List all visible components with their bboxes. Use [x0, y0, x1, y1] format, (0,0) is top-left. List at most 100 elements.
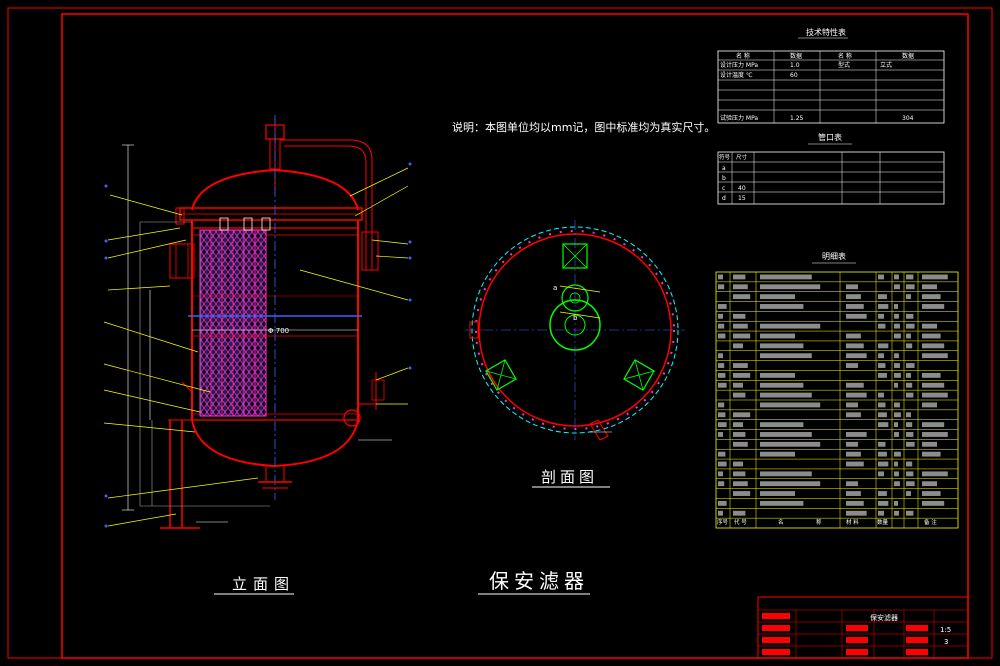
parts-cell-glyph — [718, 471, 723, 477]
parts-cell-glyph — [878, 274, 884, 280]
drawing-title: 保安滤器 — [489, 569, 589, 593]
parts-cell-glyph — [718, 372, 726, 378]
parts-cell-glyph — [846, 363, 858, 368]
parts-cell-glyph — [760, 353, 812, 359]
specs-r4c1: 1.25 — [790, 115, 804, 122]
parts-cell-glyph — [760, 422, 804, 428]
specs-r4c0: 试验压力 MPa — [720, 114, 758, 122]
parts-cell-glyph — [878, 343, 889, 349]
parts-cell-glyph — [878, 323, 886, 329]
parts-cell-glyph — [878, 363, 886, 368]
parts-cell-glyph — [733, 363, 748, 368]
parts-cell-glyph — [733, 284, 748, 290]
caption-section: 剖面图 — [541, 468, 598, 486]
parts-cell-glyph — [922, 441, 937, 447]
parts-cell-glyph — [878, 441, 886, 447]
parts-cell-glyph — [894, 471, 899, 477]
parts-cell-glyph — [846, 500, 864, 506]
parts-cell-glyph — [760, 392, 812, 398]
nozzle-r2: c — [722, 185, 725, 192]
parts-cell-glyph — [922, 471, 948, 477]
parts-cell-glyph — [878, 294, 887, 300]
parts-cell-glyph — [894, 313, 899, 319]
parts-cell-glyph — [760, 382, 804, 388]
parts-cell-glyph — [922, 294, 941, 300]
parts-cell-glyph — [906, 491, 911, 496]
dim-phi700: Φ 700 — [268, 327, 289, 335]
parts-cell-glyph — [760, 294, 795, 300]
parts-cell-glyph — [760, 481, 821, 487]
parts-table: 明细表 序号 代 号 名 称 材 料 数量 备 注 — [715, 251, 959, 529]
parts-cell-glyph — [846, 510, 867, 516]
parts-cell-glyph — [894, 481, 900, 487]
parts-foot-0: 序号 — [717, 518, 729, 526]
parts-cell-glyph — [846, 461, 864, 467]
parts-cell-glyph — [718, 432, 723, 437]
parts-cell-glyph — [718, 402, 725, 408]
parts-cell-glyph — [733, 333, 751, 339]
nozzle-table: 管口表 符号 尺寸 a b c 40 d 15 — [717, 132, 945, 205]
caption-elevation: 立面图 — [232, 575, 295, 593]
specs-h1: 数据 — [790, 52, 802, 60]
parts-cell-glyph — [878, 491, 887, 496]
parts-cell-glyph — [718, 323, 725, 329]
parts-cell-glyph — [846, 343, 864, 349]
title-block-name: 保安滤器 — [870, 613, 898, 622]
section-view — [465, 220, 685, 441]
inner-frame — [61, 13, 969, 659]
parts-cell-glyph — [846, 284, 858, 290]
parts-cell-glyph — [846, 382, 864, 388]
nozzle-r1: b — [722, 175, 726, 182]
parts-cell-glyph — [846, 441, 858, 447]
parts-cell-glyph — [733, 274, 746, 280]
parts-cell-glyph — [906, 471, 914, 477]
specs-h2: 名 称 — [838, 52, 852, 60]
specs-r0c0: 设计压力 MPa — [720, 61, 758, 69]
specs-r0c1: 1.0 — [790, 62, 800, 69]
title-block: 保安滤器 1:5 3 — [757, 596, 969, 659]
parts-cell-glyph — [878, 402, 886, 408]
parts-cell-glyph — [733, 510, 746, 516]
parts-cell-glyph — [894, 412, 901, 418]
specs-r4c3: 304 — [902, 115, 914, 122]
parts-cell-glyph — [846, 304, 864, 309]
parts-cell-glyph — [922, 432, 948, 437]
parts-cell-glyph — [878, 313, 884, 319]
parts-cell-glyph — [894, 284, 900, 290]
section-letter-a: a — [553, 284, 557, 292]
parts-cell-glyph — [906, 432, 914, 437]
parts-cell-glyph — [922, 422, 945, 428]
parts-cell-glyph — [906, 461, 913, 467]
parts-cell-glyph — [906, 343, 913, 349]
parts-cell-glyph — [922, 402, 937, 408]
parts-cell-glyph — [733, 372, 751, 378]
parts-cell-glyph — [718, 481, 725, 487]
title-block-sheet: 3 — [944, 638, 948, 646]
specs-h0: 名 称 — [736, 52, 750, 60]
parts-cell-glyph — [906, 274, 914, 280]
parts-cell-glyph — [846, 313, 867, 319]
parts-cell-glyph — [718, 313, 723, 319]
parts-cell-glyph — [878, 392, 884, 398]
parts-cell-glyph — [733, 294, 751, 300]
parts-cell-glyph — [733, 392, 746, 398]
parts-cell-glyph — [894, 323, 900, 329]
parts-cell-glyph — [906, 510, 914, 516]
parts-cell-glyph — [846, 412, 861, 418]
parts-cell-glyph — [733, 343, 743, 349]
parts-cell-glyph — [906, 333, 911, 339]
parts-cell-glyph — [718, 304, 727, 309]
parts-cell-glyph — [894, 382, 898, 388]
parts-cell-glyph — [894, 274, 899, 280]
parts-cell-glyph — [878, 500, 889, 506]
parts-cell-glyph — [906, 313, 914, 319]
nozzle-h1: 尺寸 — [736, 153, 748, 161]
parts-cell-glyph — [906, 284, 915, 290]
parts-cell-glyph — [733, 412, 751, 418]
title-block-scale: 1:5 — [940, 626, 951, 634]
parts-cell-glyph — [718, 422, 727, 428]
parts-cell-glyph — [922, 284, 937, 290]
parts-cell-glyph — [760, 372, 795, 378]
parts-foot-4: 材 料 — [846, 518, 859, 526]
parts-cell-glyph — [922, 392, 948, 398]
